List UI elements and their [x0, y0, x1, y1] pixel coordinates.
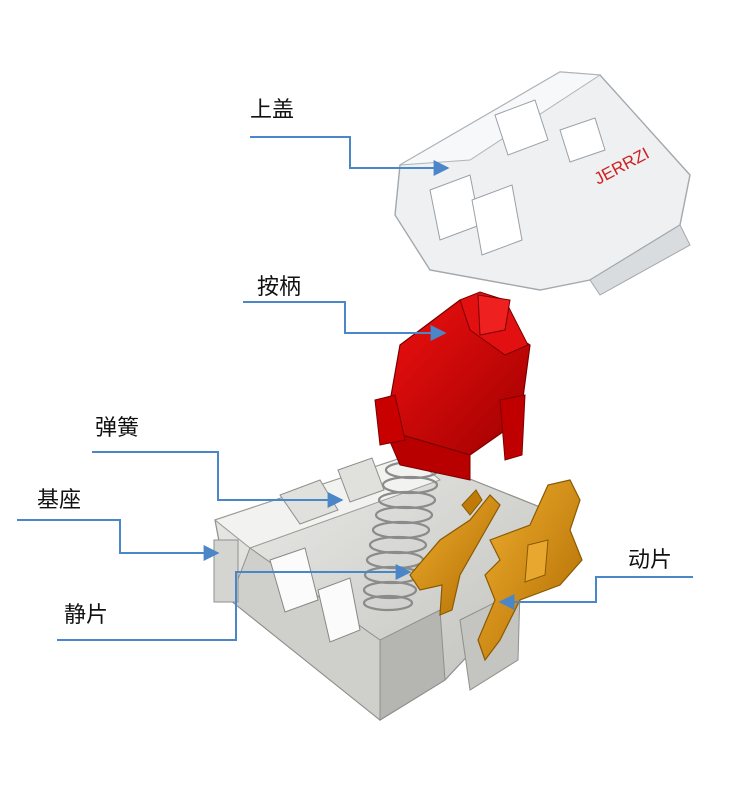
- leader-lines: [17, 136, 693, 641]
- leader-static-contact: [57, 564, 412, 641]
- moving-contact: [477, 479, 583, 662]
- leader-top-cover: [250, 136, 450, 176]
- leader-plunger: [243, 301, 447, 341]
- label-base: 基座: [37, 488, 82, 513]
- label-moving-contact: 动片: [628, 548, 673, 573]
- plunger: [374, 291, 531, 481]
- leader-base: [17, 519, 220, 561]
- leader-moving-contact: [498, 576, 693, 610]
- top-cover: JERRZI: [394, 71, 691, 296]
- spring: [362, 460, 440, 612]
- label-spring: 弹簧: [95, 416, 140, 441]
- label-top-cover: 上盖: [250, 98, 295, 123]
- leader-spring: [92, 451, 344, 508]
- label-plunger: 按柄: [257, 275, 302, 300]
- static-contact: [409, 489, 501, 616]
- label-static-contact: 静片: [64, 603, 109, 628]
